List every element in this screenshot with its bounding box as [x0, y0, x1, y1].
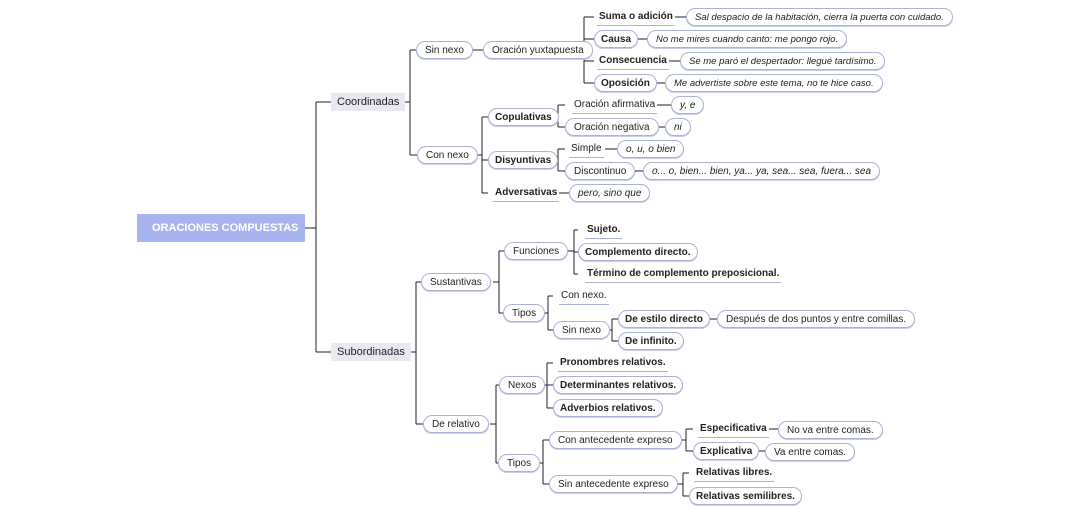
example-suma-adicion[interactable]: Sal despacio de la habitación, cierra la… [686, 8, 953, 26]
node-tipos-sustantivas[interactable]: Tipos [503, 304, 546, 322]
node-adverbios-relativos[interactable]: Adverbios relativos. [553, 399, 663, 417]
example-discontinuo[interactable]: o... o, bien... bien, ya... ya, sea... s… [643, 162, 881, 180]
node-con-antecedente[interactable]: Con antecedente expreso [549, 431, 682, 449]
node-sustantivas[interactable]: Sustantivas [421, 273, 491, 291]
node-subordinadas[interactable]: Subordinadas [331, 343, 411, 361]
node-de-infinito[interactable]: De infinito. [618, 332, 684, 350]
node-consecuencia[interactable]: Consecuencia [597, 52, 669, 70]
node-relativas-libres[interactable]: Relativas libres. [694, 464, 775, 482]
example-negativa[interactable]: ni [665, 118, 691, 136]
node-sin-nexo-sust[interactable]: Sin nexo [553, 321, 610, 339]
node-funciones[interactable]: Funciones [504, 242, 569, 260]
node-oracion-afirmativa[interactable]: Oración afirmativa [572, 96, 658, 114]
node-sujeto[interactable]: Sujeto. [585, 221, 623, 239]
node-copulativas[interactable]: Copulativas [488, 108, 559, 126]
node-estilo-directo[interactable]: De estilo directo [618, 310, 710, 328]
node-nexos[interactable]: Nexos [499, 376, 546, 394]
note-especificativa[interactable]: No va entre comas. [778, 421, 883, 439]
example-adversativas[interactable]: pero, sino que [569, 184, 651, 202]
node-tipos-relativo[interactable]: Tipos [498, 454, 541, 472]
node-determinantes-relativos[interactable]: Determinantes relativos. [553, 376, 684, 394]
node-causa[interactable]: Causa [594, 30, 639, 48]
node-de-relativo[interactable]: De relativo [423, 415, 489, 433]
node-oracion-negativa[interactable]: Oración negativa [565, 118, 659, 136]
node-con-nexo[interactable]: Con nexo [417, 146, 478, 164]
node-relativas-semilibres[interactable]: Relativas semilibres. [689, 487, 802, 505]
node-complemento-directo[interactable]: Complemento directo. [578, 243, 698, 261]
example-oposicion[interactable]: Me advertiste sobre este tema, no te hic… [665, 74, 883, 92]
root-node[interactable]: ORACIONES COMPUESTAS [137, 214, 305, 242]
note-explicativa[interactable]: Va entre comas. [765, 443, 856, 461]
node-especificativa[interactable]: Especificativa [698, 420, 769, 438]
node-adversativas[interactable]: Adversativas [493, 184, 560, 202]
example-causa[interactable]: No me mires cuando canto: me pongo rojo. [647, 30, 848, 48]
node-discontinuo[interactable]: Discontinuo [565, 162, 636, 180]
node-simple[interactable]: Simple [569, 140, 604, 158]
node-termino-complemento[interactable]: Término de complemento preposicional. [585, 265, 782, 283]
example-afirmativa[interactable]: y, e [671, 96, 705, 114]
node-pronombres-relativos[interactable]: Pronombres relativos. [558, 354, 668, 372]
node-con-nexo-sust[interactable]: Con nexo. [559, 287, 609, 305]
node-oracion-yuxtapuesta[interactable]: Oración yuxtapuesta [483, 41, 593, 59]
example-simple[interactable]: o, u, o bien [617, 140, 685, 158]
node-disyuntivas[interactable]: Disyuntivas [488, 151, 559, 169]
node-explicativa[interactable]: Explicativa [693, 442, 760, 460]
example-consecuencia[interactable]: Se me paró el despertador: llegué tardís… [680, 52, 886, 70]
node-coordinadas[interactable]: Coordinadas [331, 93, 406, 111]
node-sin-antecedente[interactable]: Sin antecedente expreso [549, 475, 678, 493]
node-suma-adicion[interactable]: Suma o adición [597, 8, 675, 26]
node-oposicion[interactable]: Oposición [594, 74, 657, 92]
note-estilo-directo[interactable]: Después de dos puntos y entre comillas. [717, 310, 916, 328]
node-sin-nexo[interactable]: Sin nexo [416, 41, 473, 59]
